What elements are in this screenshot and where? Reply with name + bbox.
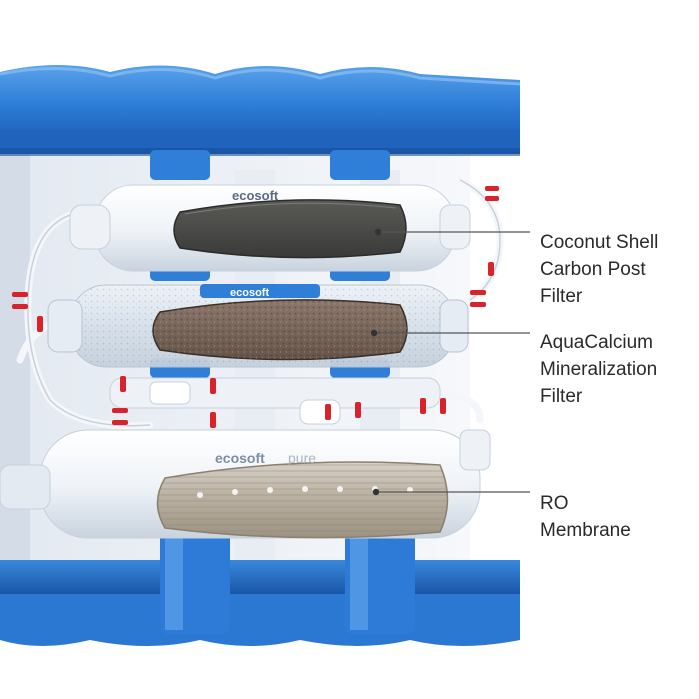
ro-membrane-cartridge xyxy=(0,429,491,539)
leader-dots xyxy=(370,228,382,496)
callout-line: Carbon Post xyxy=(540,259,646,280)
callout-mineralization-filter: AquaCalcium Mineralization Filter xyxy=(540,329,657,410)
brand-suffix: pure xyxy=(288,450,316,466)
red-fittings xyxy=(12,186,499,428)
top-blue-cap xyxy=(0,65,521,156)
callout-line: RO xyxy=(540,493,569,514)
leader-dot-membrane xyxy=(372,488,380,496)
carbon-filter-cartridge xyxy=(69,184,471,272)
callout-line: Mineralization xyxy=(540,359,658,380)
brand-logo-3: ecosoft xyxy=(215,450,265,466)
callout-line: Filter xyxy=(540,286,583,307)
mineral-filter-cartridge xyxy=(47,284,469,368)
callout-line: Coconut Shell xyxy=(540,232,659,253)
leader-dot-mineral xyxy=(370,329,378,337)
brand-logo-2: ecosoft xyxy=(230,287,269,299)
callout-ro-membrane: RO Membrane xyxy=(540,490,631,544)
callout-carbon-filter: Coconut Shell Carbon Post Filter xyxy=(540,229,658,310)
callout-line: AquaCalcium xyxy=(540,332,653,353)
leader-dot-carbon xyxy=(374,228,382,236)
callout-line: Filter xyxy=(540,386,583,407)
callout-line: Membrane xyxy=(540,520,631,541)
leader-lines xyxy=(374,231,530,493)
brand-logo-1: ecosoft xyxy=(232,188,279,203)
bottom-blue-base xyxy=(0,525,520,646)
